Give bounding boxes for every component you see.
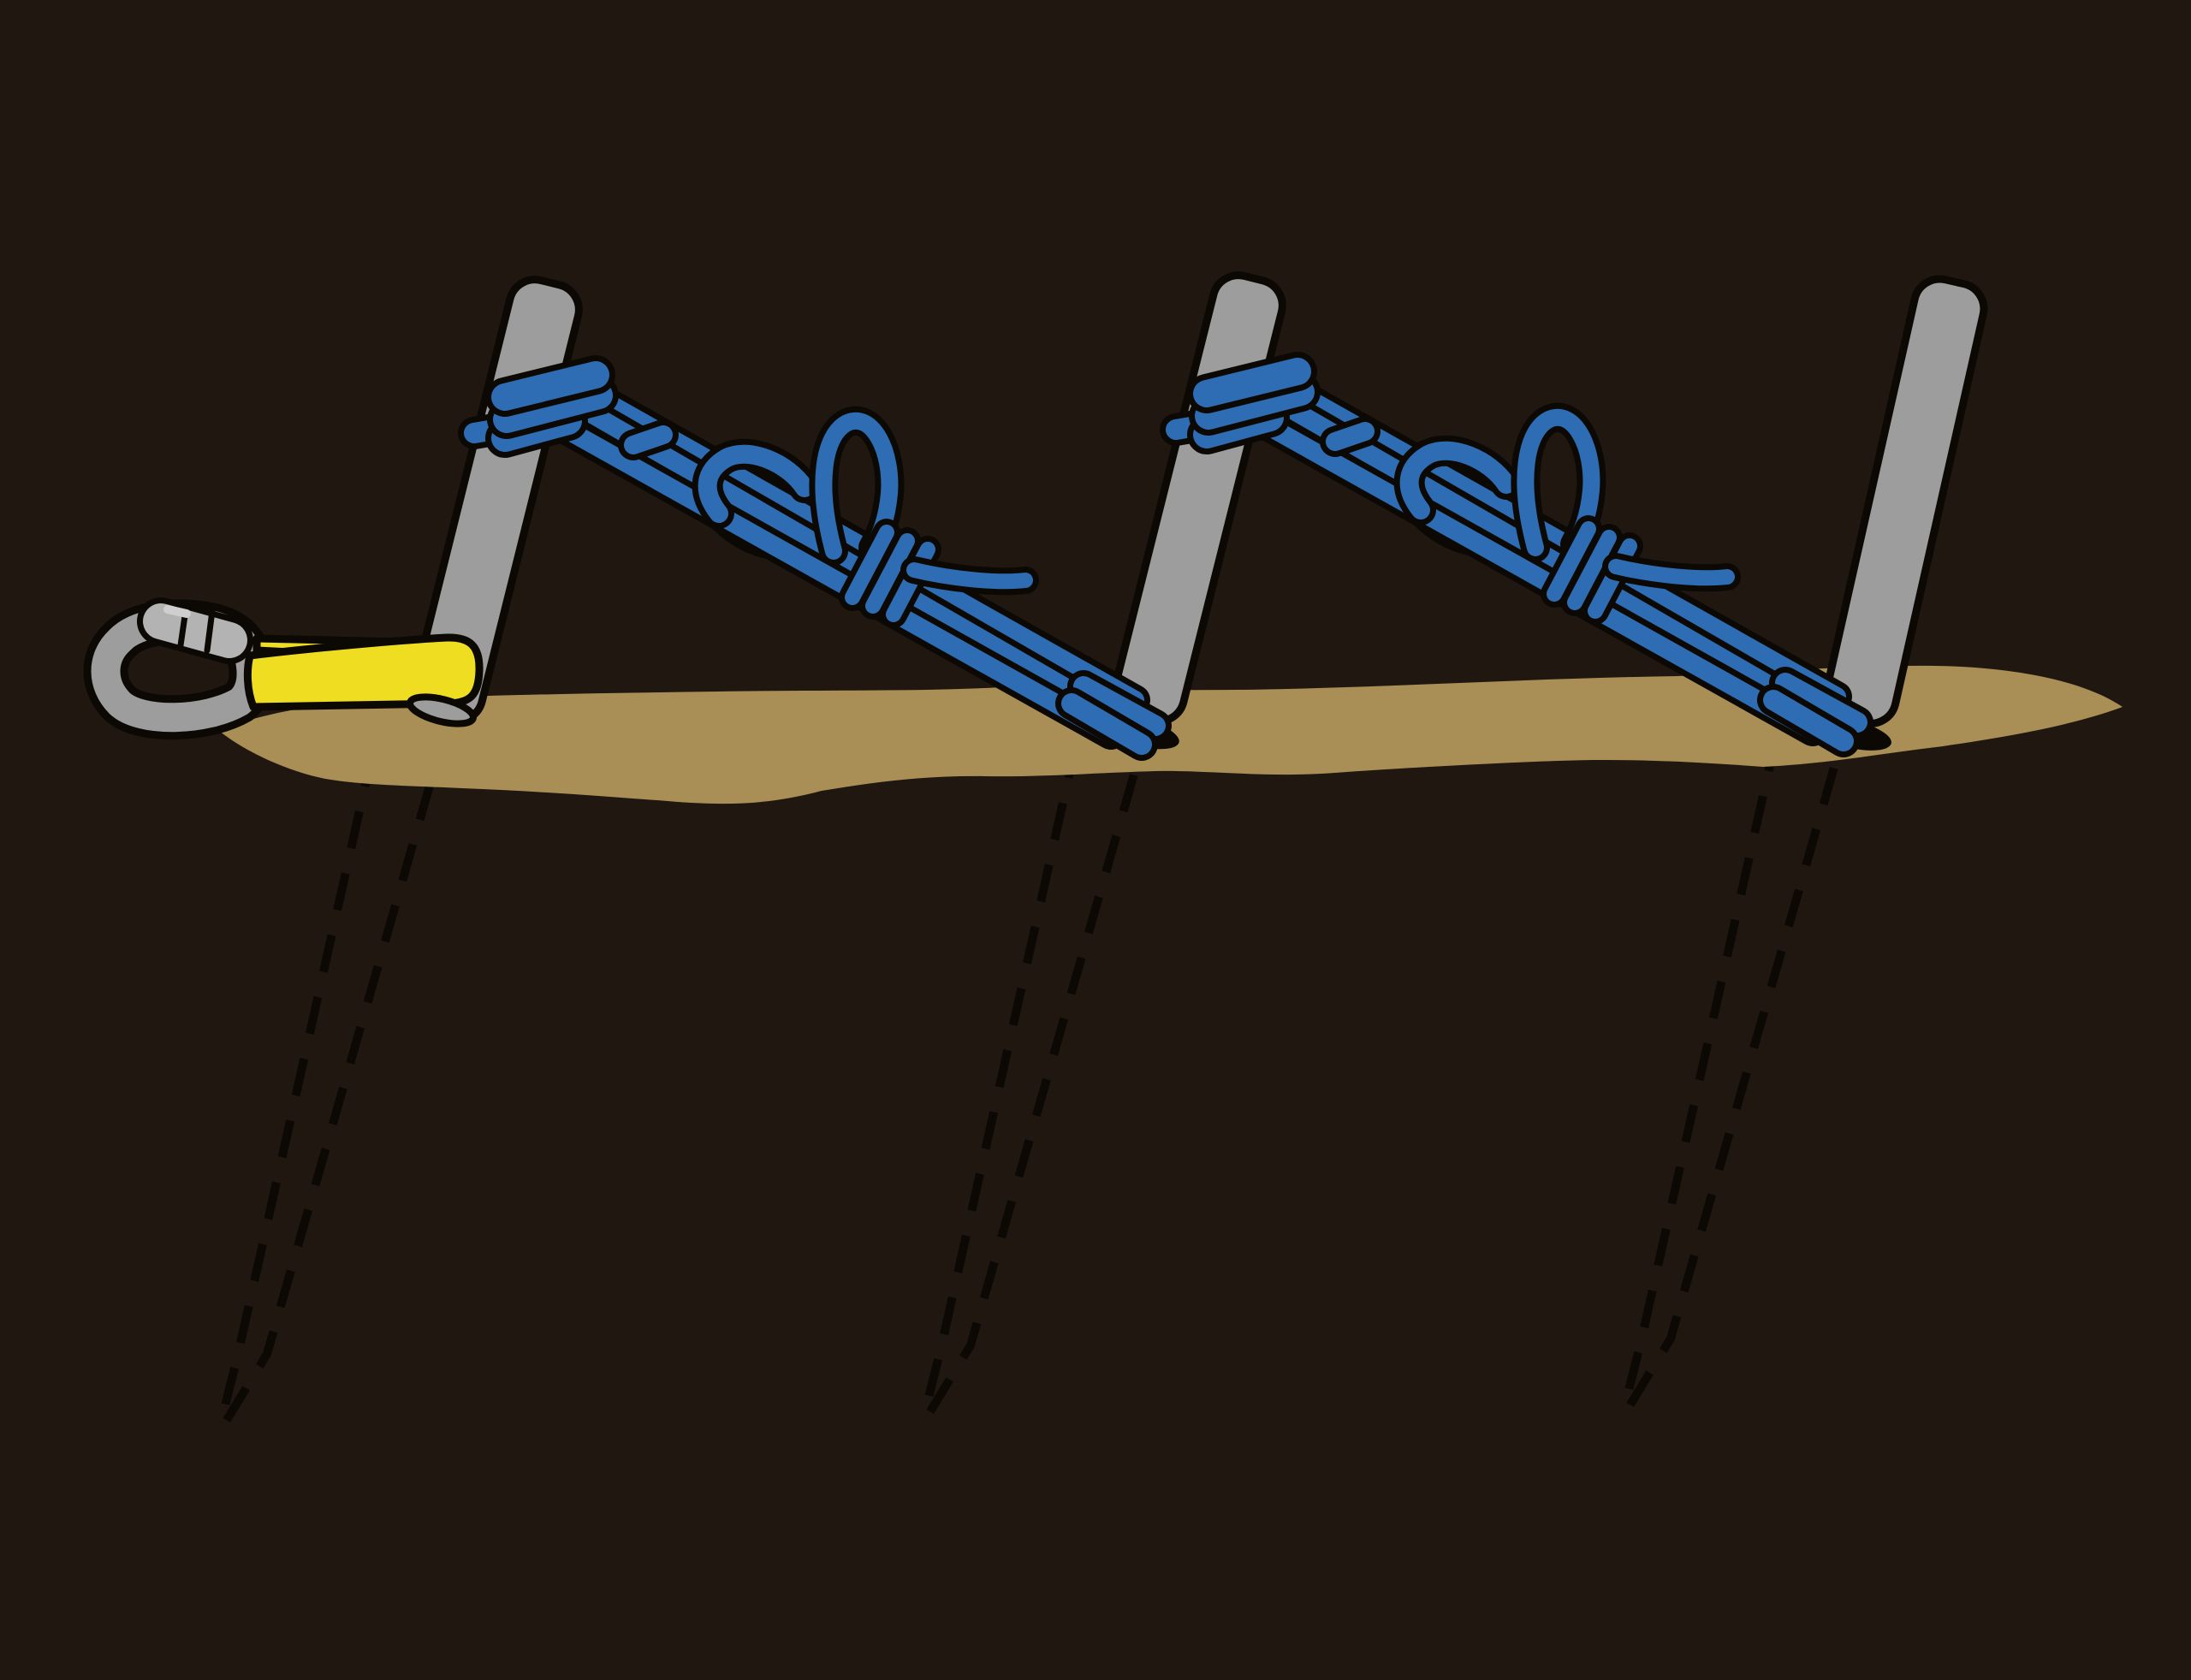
picket-1-end-cap — [406, 693, 478, 727]
screw-gate-sleeve — [143, 603, 247, 658]
picket-1-buried-outline — [222, 750, 440, 1424]
picket-2-buried-outline — [925, 741, 1143, 1416]
rope-lashing-1 — [474, 375, 1155, 745]
picket-3-buried-outline — [1625, 734, 1844, 1409]
sleeve-highlight — [163, 605, 191, 618]
buried-picket-outlines — [222, 734, 1844, 1424]
locking-carabiner — [83, 597, 274, 740]
sleeve-segment-line — [204, 608, 216, 654]
picket-3 — [1822, 275, 1988, 727]
webbing-sling — [243, 633, 484, 711]
picket-2 — [1110, 271, 1286, 726]
